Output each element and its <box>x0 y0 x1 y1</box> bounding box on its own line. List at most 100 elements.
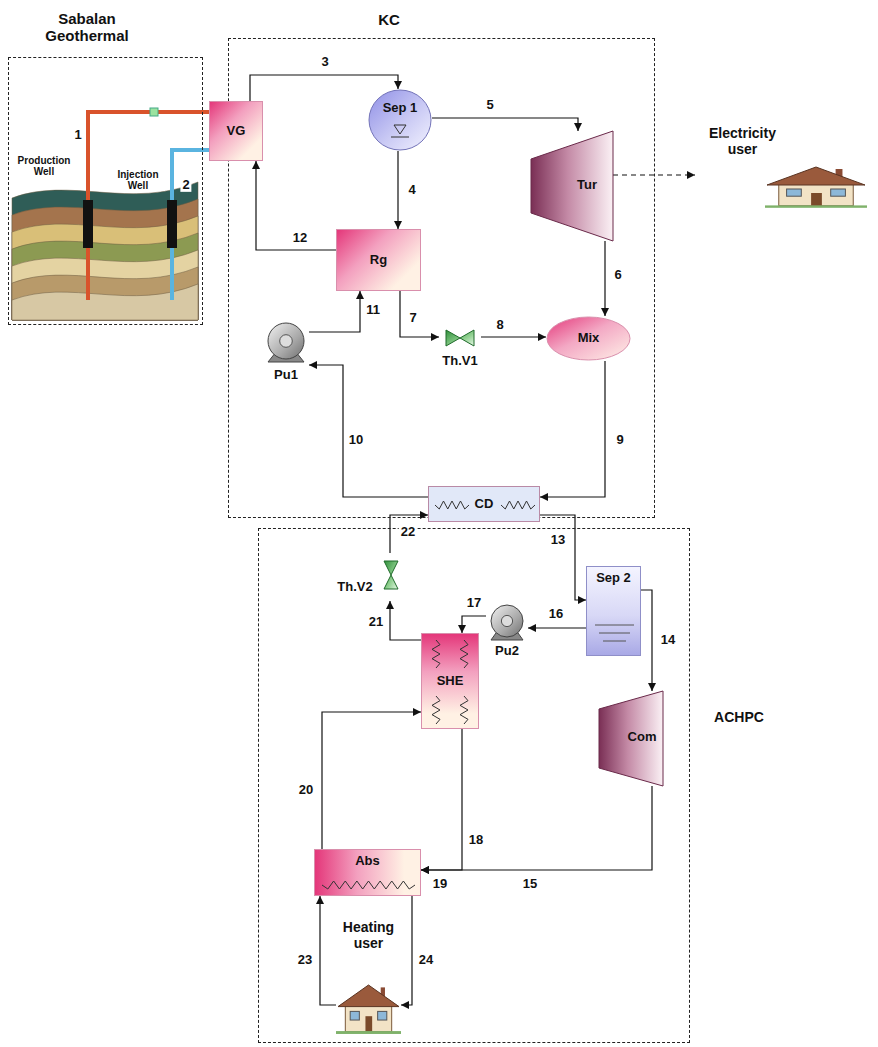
house-wall <box>345 1005 391 1031</box>
symbol-outline <box>368 89 432 151</box>
stream-number: 14 <box>659 633 677 647</box>
flow-line <box>462 616 486 633</box>
flow-line <box>390 601 421 640</box>
stream-number: 22 <box>399 525 417 539</box>
flow-line <box>309 365 428 497</box>
component-label: Pu1 <box>263 368 309 383</box>
component-label: Th.V1 <box>435 354 485 369</box>
flow-line <box>390 515 428 553</box>
house-door <box>811 193 822 206</box>
component-label: VG <box>227 124 246 139</box>
flow-line <box>256 161 336 250</box>
vapor-generator-box: VG <box>209 101 263 161</box>
house-window <box>378 1011 387 1020</box>
power-link <box>613 174 695 175</box>
compressor-outline <box>599 691 663 786</box>
coil-winding <box>501 501 535 509</box>
flow-line <box>400 291 439 337</box>
separator-outline <box>369 90 431 150</box>
well-label: Injection Well <box>111 169 165 191</box>
flow-line <box>320 896 336 1005</box>
turbine-outline <box>531 131 613 241</box>
geothermal-region: Sabalan Geothermal <box>8 57 203 325</box>
stream-number: 21 <box>367 615 385 629</box>
pump-body <box>268 323 304 359</box>
stream-number: 15 <box>521 877 539 891</box>
house-wall <box>779 184 853 206</box>
component-label: Electricity user <box>695 125 790 157</box>
well-casing <box>167 200 177 248</box>
stream-number: 8 <box>494 318 505 332</box>
regenerator-box: Rg <box>336 229 421 291</box>
separator-vessel: Sep 1 <box>368 89 432 151</box>
component-label: Sep 2 <box>596 571 631 586</box>
stream-number: 11 <box>364 303 382 317</box>
flow-line <box>540 361 605 497</box>
component-label: Rg <box>370 253 387 268</box>
component-label: Mix <box>578 331 600 346</box>
flow-line <box>528 627 586 628</box>
component-label: Com <box>621 730 663 745</box>
throttle-valve: Th.V2 <box>331 553 403 601</box>
valve-bowtie <box>384 561 398 589</box>
electricity-user: Electricity user <box>695 125 870 210</box>
flow-line <box>309 291 360 332</box>
heating-user: Heating user <box>336 919 401 1037</box>
component-label: Pu2 <box>486 644 528 659</box>
region-title: KC <box>349 11 429 28</box>
stream-number: 10 <box>347 433 365 447</box>
liquid-line <box>603 641 626 642</box>
separator-tank: Sep 2 <box>586 566 641 656</box>
flow-line <box>322 712 421 849</box>
coil-winding <box>322 881 415 889</box>
stream-number: 19 <box>431 877 449 891</box>
pipe-valve <box>150 108 158 116</box>
component-label: SHE <box>437 674 464 689</box>
mixer-outline <box>547 317 630 360</box>
component-label: Heating user <box>336 919 401 951</box>
valve-bowtie <box>446 330 474 346</box>
stream-number: 12 <box>291 231 309 245</box>
condenser-box: CD <box>428 486 540 522</box>
solution-heat-exchanger: SHE <box>421 633 479 729</box>
throttle-valve: Th.V1 <box>439 323 481 373</box>
stream-number: 6 <box>612 268 623 282</box>
stream-number: 1 <box>72 128 83 142</box>
pump-symbol: Pu2 <box>486 601 528 663</box>
stream-number: 20 <box>297 783 315 797</box>
house-roof <box>338 985 399 1007</box>
pump-symbol: Pu1 <box>263 319 309 386</box>
level-mark <box>394 125 406 134</box>
flow-line <box>604 241 605 316</box>
flow-line <box>641 590 652 691</box>
stream-number: 23 <box>296 953 314 967</box>
coil-winding <box>460 640 468 668</box>
liquid-line <box>595 625 634 626</box>
level-line <box>391 137 409 138</box>
flow-line <box>432 118 578 131</box>
region-title: ACHPC <box>699 709 779 725</box>
coil-winding <box>435 501 469 509</box>
house-window <box>350 1011 359 1020</box>
pump-body <box>491 605 523 637</box>
house-door <box>365 1016 372 1031</box>
flow-line <box>397 151 398 229</box>
stream-number: 18 <box>467 833 485 847</box>
component-label: Abs <box>355 854 380 869</box>
region-title: Sabalan Geothermal <box>27 10 147 45</box>
kalina-cycle-region: VGSep 1TurRgPu1Th.V1MixKC <box>228 38 655 518</box>
stream-number: 2 <box>180 178 191 192</box>
turbine-shape: Tur <box>531 131 613 241</box>
stream-number: 4 <box>406 183 417 197</box>
coil-winding <box>432 696 440 724</box>
flow-line <box>481 336 546 337</box>
component-label: Th.V2 <box>331 580 379 595</box>
geology-illustration <box>12 108 203 320</box>
component-label: Tur <box>561 178 613 193</box>
lawn <box>765 205 867 207</box>
stream-number: 7 <box>407 311 418 325</box>
lawn <box>336 1031 401 1034</box>
stream-number: 9 <box>614 433 625 447</box>
production-pipe <box>88 112 203 300</box>
